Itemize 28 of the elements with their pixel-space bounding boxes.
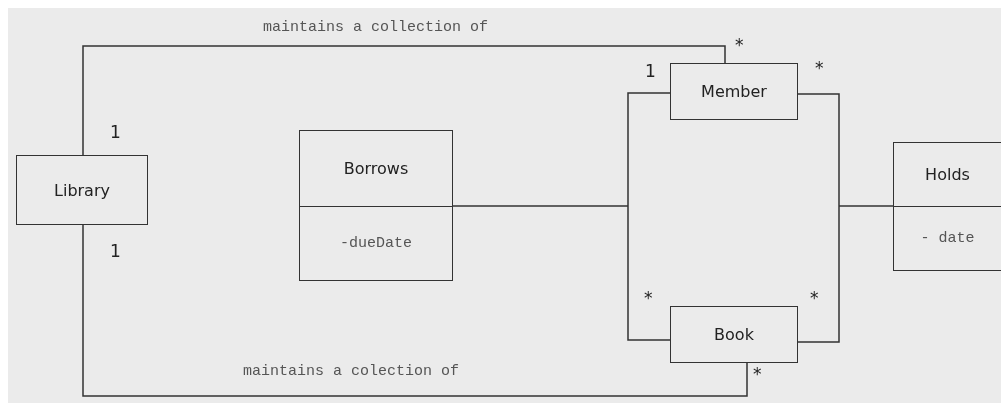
class-name: Member <box>701 82 767 102</box>
class-box <box>670 306 798 363</box>
class-name: Borrows <box>343 158 409 178</box>
edge-label: maintains a collection of <box>263 20 489 35</box>
class-box <box>670 63 798 120</box>
edge-label: maintains a colection of <box>243 364 460 379</box>
association-line <box>838 205 894 207</box>
association-line <box>627 92 671 341</box>
attribute-text: -dueDate <box>340 234 412 252</box>
association-line <box>452 205 629 207</box>
attribute-text: - date <box>920 229 975 247</box>
association-line <box>82 224 748 397</box>
multiplicity-label: 1 <box>645 63 656 80</box>
multiplicity-label: * <box>644 290 653 307</box>
multiplicity-label: * <box>735 37 744 54</box>
multiplicity-label: * <box>810 290 819 307</box>
class-box <box>299 130 453 281</box>
class-name: Library <box>54 180 110 200</box>
class-box <box>16 155 148 225</box>
class-name: Book <box>714 325 754 345</box>
association-line <box>797 93 840 343</box>
multiplicity-label: 1 <box>110 243 121 260</box>
multiplicity-label: 1 <box>110 124 121 141</box>
multiplicity-label: * <box>815 60 824 77</box>
class-box <box>893 142 1001 271</box>
association-line <box>82 45 726 156</box>
multiplicity-label: * <box>753 366 762 383</box>
class-name: Holds <box>925 164 970 184</box>
